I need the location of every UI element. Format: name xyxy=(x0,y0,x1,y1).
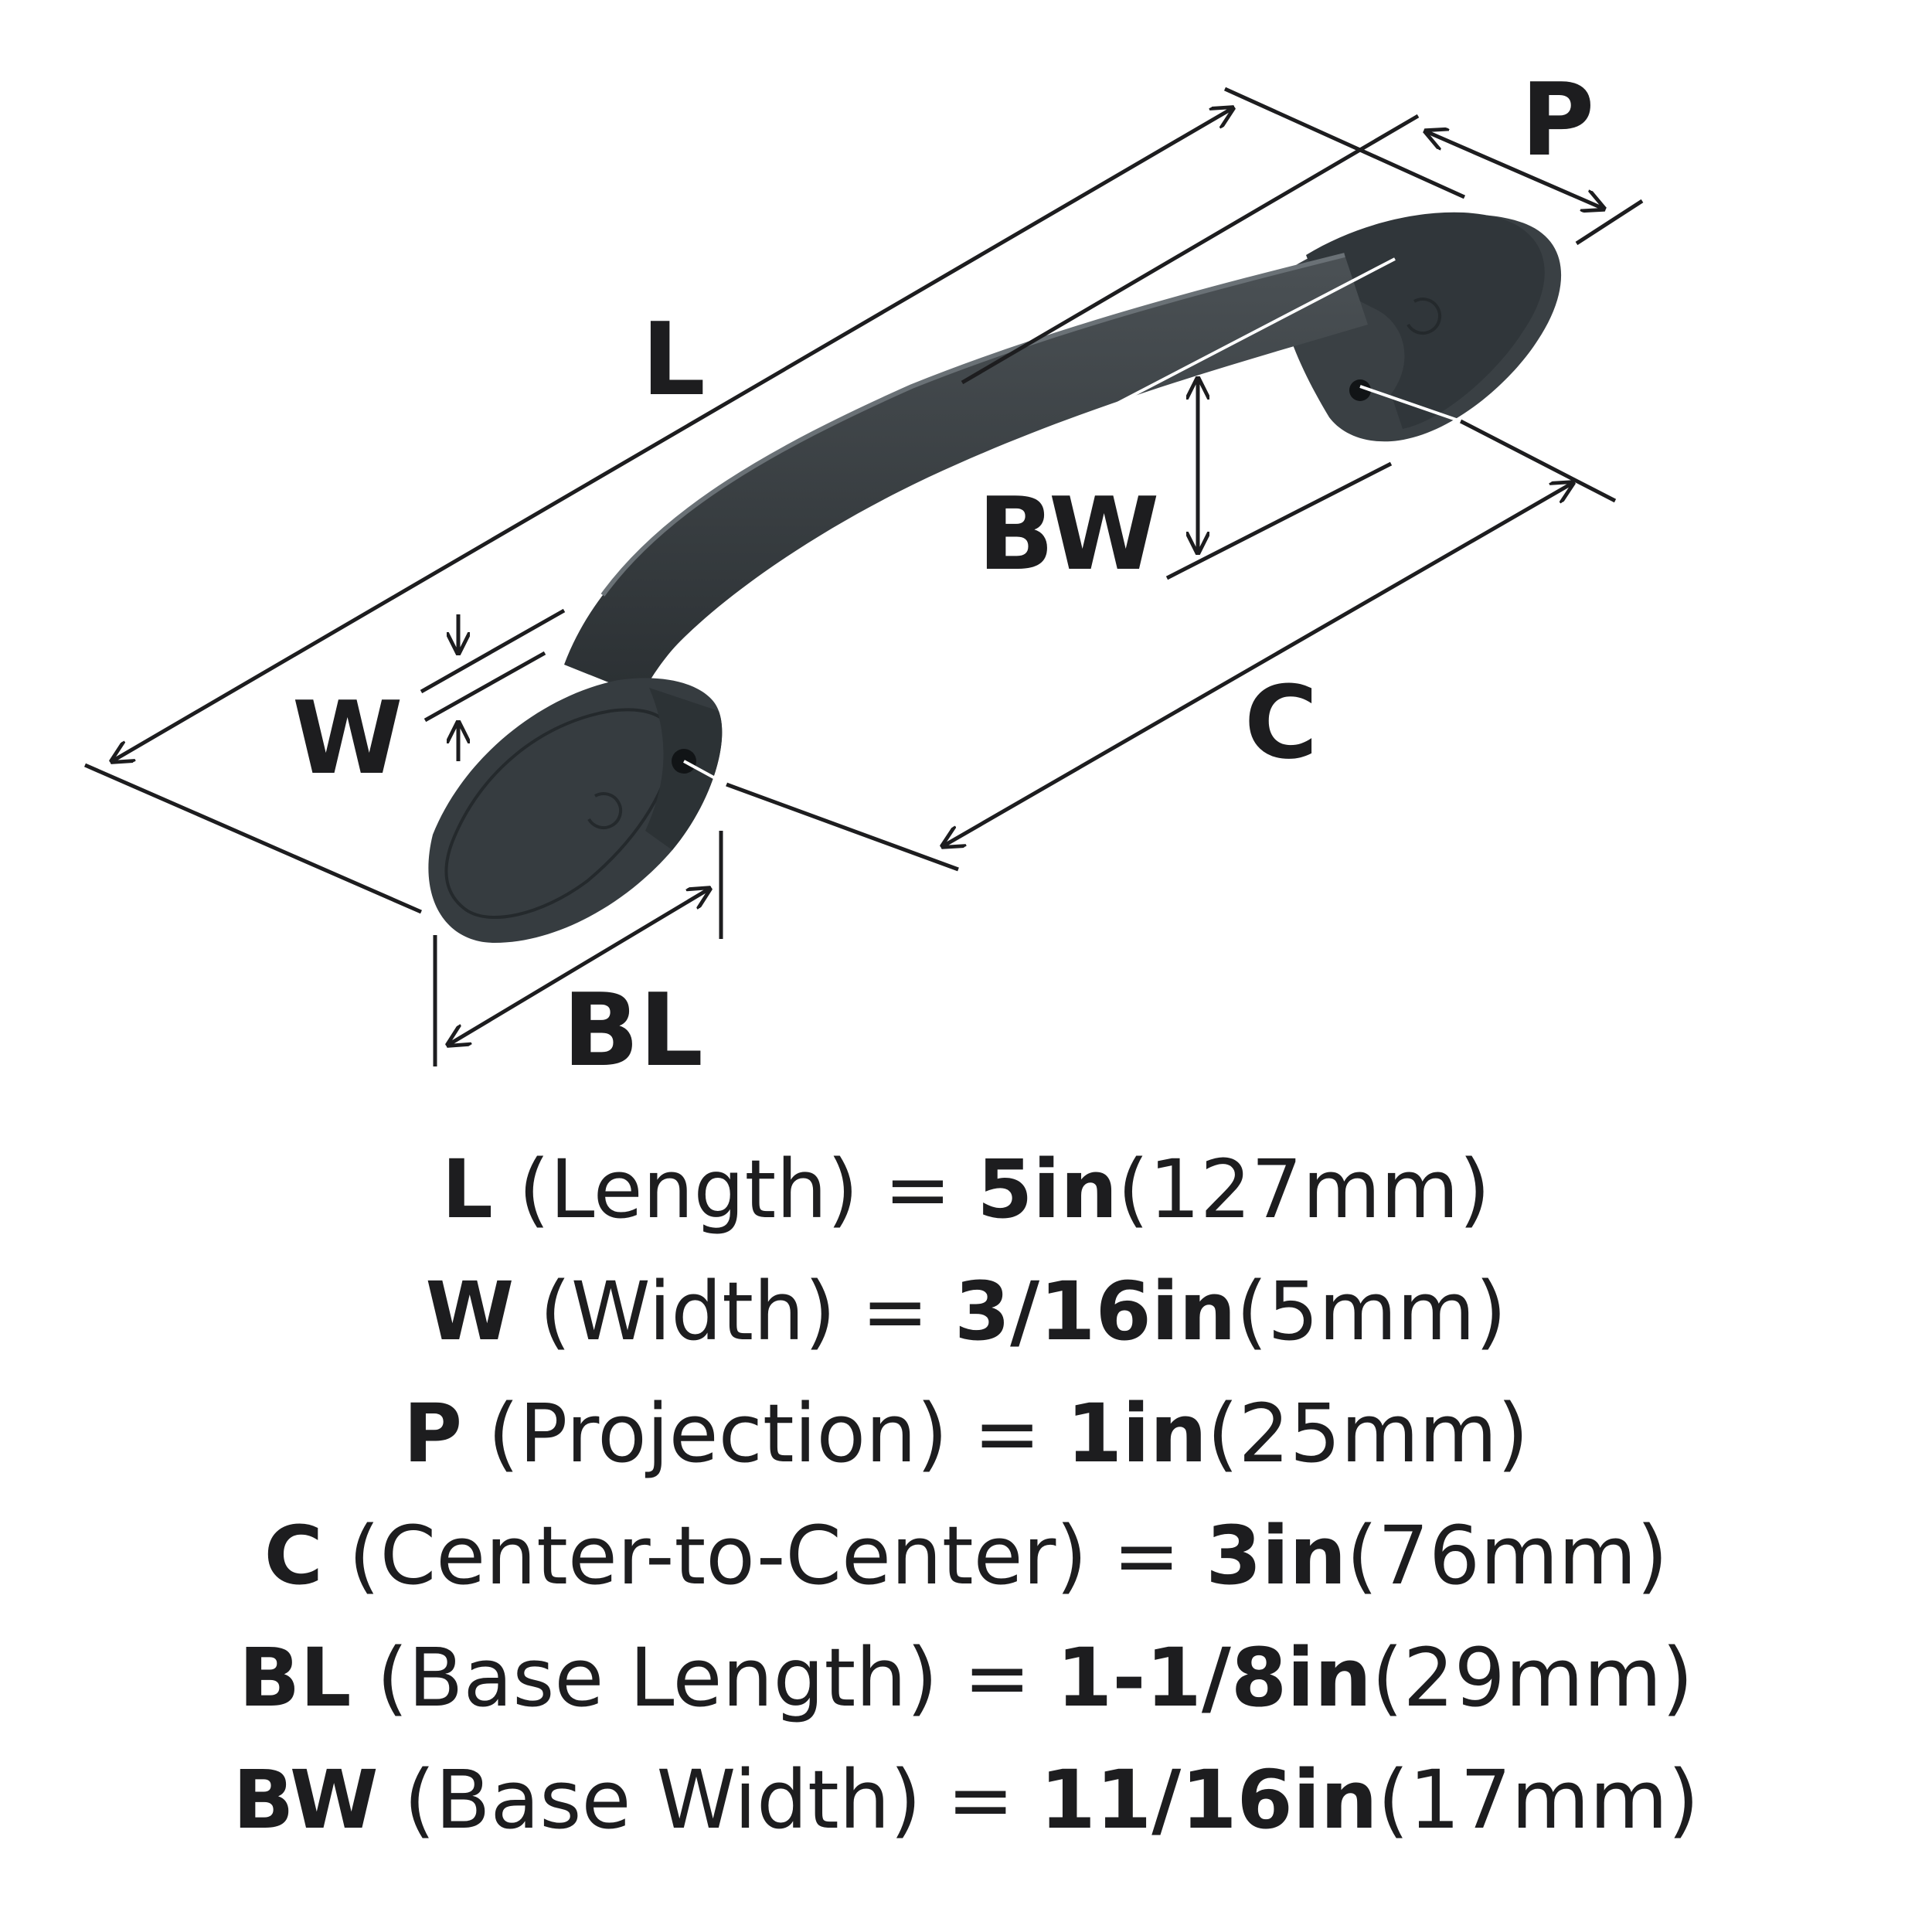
spec-base-width: BW (Base Width) = 11/16in(17mm) xyxy=(0,1739,1932,1861)
spec-width: W (Width) = 3/16in(5mm) xyxy=(0,1250,1932,1372)
spec-metric: (29mm) xyxy=(1371,1631,1694,1725)
spec-metric: (76mm) xyxy=(1346,1509,1668,1603)
label-bl: BL xyxy=(563,971,703,1089)
spec-abbr: BW xyxy=(233,1753,379,1847)
length-dimension-arrow xyxy=(112,108,1233,761)
spec-name: (Center-to-Center) = xyxy=(322,1509,1206,1603)
right-mounting-hole xyxy=(1349,379,1371,401)
spec-abbr: L xyxy=(441,1142,493,1236)
spec-imperial: 11/16in xyxy=(1039,1753,1378,1847)
spec-projection: P (Projection) = 1in(25mm) xyxy=(0,1372,1932,1495)
spec-name: (Base Width) = xyxy=(378,1753,1040,1847)
spec-metric: (127mm) xyxy=(1117,1142,1491,1236)
dimension-lines xyxy=(83,87,1644,1066)
spec-imperial: 1in xyxy=(1066,1386,1207,1481)
right-base-end-face xyxy=(1306,212,1545,429)
label-bw: BW xyxy=(978,475,1159,593)
label-l: L xyxy=(641,301,706,418)
spec-abbr: W xyxy=(425,1264,515,1359)
left-base-mark xyxy=(587,792,623,830)
spec-name: (Projection) = xyxy=(462,1386,1066,1481)
label-c: C xyxy=(1244,664,1318,781)
spec-imperial: 3in xyxy=(1206,1509,1347,1603)
label-w: W xyxy=(292,679,403,797)
label-p: P xyxy=(1521,61,1594,179)
right-base-mark xyxy=(1406,298,1442,335)
spec-abbr: P xyxy=(403,1386,463,1481)
spec-metric: (5mm) xyxy=(1236,1264,1507,1359)
projection-dimension-arrow xyxy=(1426,131,1604,209)
handle-dimension-diagram: L P BW W C BL xyxy=(83,61,1644,1089)
spec-length: L (Length) = 5in(127mm) xyxy=(0,1128,1932,1250)
center-to-center-dimension-arrow xyxy=(943,483,1573,846)
spec-abbr: BL xyxy=(238,1631,352,1725)
spec-center-to-center: C (Center-to-Center) = 3in(76mm) xyxy=(0,1495,1932,1617)
spec-name: (Length) = xyxy=(492,1142,978,1236)
spec-metric: (17mm) xyxy=(1377,1753,1699,1847)
spec-metric: (25mm) xyxy=(1206,1386,1529,1481)
spec-imperial: 1-1/8in xyxy=(1056,1631,1372,1725)
white-extension-lines xyxy=(683,257,1461,786)
spec-base-length: BL (Base Length) = 1-1/8in(29mm) xyxy=(0,1617,1932,1739)
spec-imperial: 3/16in xyxy=(954,1264,1236,1359)
spec-name: (Base Length) = xyxy=(351,1631,1056,1725)
dimension-spec-list: L (Length) = 5in(127mm) W (Width) = 3/16… xyxy=(0,1128,1932,1861)
base-length-dimension-arrow xyxy=(448,889,709,1045)
spec-name: (Width) = xyxy=(514,1264,954,1359)
spec-imperial: 5in xyxy=(977,1142,1118,1236)
spec-abbr: C xyxy=(264,1509,323,1603)
